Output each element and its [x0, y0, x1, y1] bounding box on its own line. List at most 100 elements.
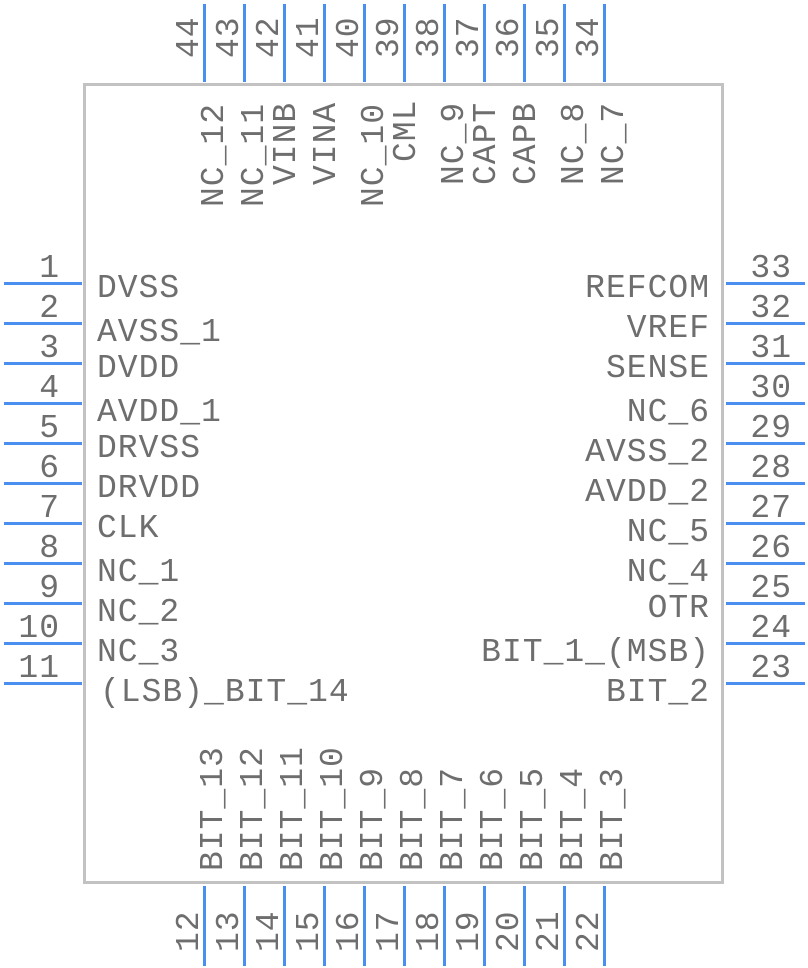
pin-number-34: 34	[571, 16, 608, 58]
pin-label-42: VINB	[268, 101, 305, 185]
pin-number-14: 14	[251, 910, 288, 952]
pin-label-13: BIT_12	[235, 746, 272, 871]
pin-number-13: 13	[211, 910, 248, 952]
pin-label-33: REFCOM	[585, 270, 710, 307]
pin-line-12	[203, 886, 206, 966]
pin-number-41: 41	[291, 16, 328, 58]
pin-line-11	[4, 682, 82, 685]
pin-label-8: NC_1	[97, 554, 181, 591]
pin-number-44: 44	[171, 16, 208, 58]
pin-number-11: 11	[18, 650, 60, 687]
pin-line-33	[726, 282, 805, 285]
pin-line-30	[726, 402, 805, 405]
pin-line-38	[443, 4, 446, 82]
component-body	[83, 83, 724, 884]
pin-number-24: 24	[750, 610, 792, 647]
pin-label-35: NC_8	[556, 101, 593, 185]
pin-number-3: 3	[39, 330, 60, 367]
pin-line-22	[603, 886, 606, 966]
pin-label-10: NC_3	[97, 634, 181, 671]
pin-label-3: DVDD	[97, 350, 181, 387]
pin-line-31	[726, 362, 805, 365]
pin-line-15	[323, 886, 326, 966]
pin-label-24: BIT_1_(MSB)	[481, 634, 710, 671]
pin-number-23: 23	[750, 650, 792, 687]
pin-line-27	[726, 522, 805, 525]
pin-label-30: NC_6	[626, 394, 710, 431]
pin-line-6	[4, 482, 82, 485]
pin-label-5: DRVSS	[97, 430, 202, 467]
pin-number-2: 2	[39, 290, 60, 327]
pin-line-14	[283, 886, 286, 966]
pin-label-19: BIT_6	[475, 766, 512, 871]
pin-label-15: BIT_10	[315, 746, 352, 871]
pin-number-8: 8	[39, 530, 60, 567]
pin-label-41: VINA	[308, 101, 345, 185]
pin-number-35: 35	[531, 16, 568, 58]
pin-number-17: 17	[371, 910, 408, 952]
pin-number-30: 30	[750, 370, 792, 407]
pin-line-19	[483, 886, 486, 966]
pin-label-21: BIT_4	[555, 766, 592, 871]
pin-line-26	[726, 562, 805, 565]
pin-label-9: NC_2	[97, 594, 181, 631]
pin-line-37	[483, 4, 486, 82]
pin-label-23: BIT_2	[605, 674, 710, 711]
pin-line-5	[4, 442, 82, 445]
pin-number-31: 31	[750, 330, 792, 367]
pin-number-36: 36	[491, 16, 528, 58]
pin-number-28: 28	[750, 450, 792, 487]
pin-number-6: 6	[39, 450, 60, 487]
pin-label-6: DRVDD	[97, 470, 202, 507]
pin-line-17	[403, 886, 406, 966]
pin-number-16: 16	[331, 910, 368, 952]
pin-label-1: DVSS	[97, 270, 181, 307]
pin-label-37: CAPT	[468, 101, 505, 185]
pin-number-10: 10	[18, 610, 60, 647]
pin-label-14: BIT_11	[275, 746, 312, 871]
pin-number-4: 4	[39, 370, 60, 407]
pin-line-23	[726, 682, 805, 685]
pin-label-28: AVDD_2	[585, 474, 710, 511]
pin-label-2: AVSS_1	[97, 314, 222, 351]
pin-line-8	[4, 562, 82, 565]
pin-number-33: 33	[750, 250, 792, 287]
pin-number-20: 20	[491, 910, 528, 952]
pin-number-7: 7	[39, 490, 60, 527]
pin-line-4	[4, 402, 82, 405]
pin-number-15: 15	[291, 910, 328, 952]
pin-label-44: NC_12	[196, 102, 233, 207]
pin-label-38: NC_9	[436, 101, 473, 185]
pin-line-16	[363, 886, 366, 966]
pin-number-43: 43	[211, 16, 248, 58]
pin-label-12: BIT_13	[195, 746, 232, 871]
pin-label-7: CLK	[97, 510, 160, 547]
pin-label-29: AVSS_2	[585, 434, 710, 471]
pin-number-37: 37	[451, 16, 488, 58]
pin-line-20	[523, 886, 526, 966]
pin-label-25: OTR	[647, 590, 710, 627]
pin-line-3	[4, 362, 82, 365]
pin-line-41	[323, 4, 326, 82]
pin-number-26: 26	[750, 530, 792, 567]
pin-line-2	[4, 322, 82, 325]
pin-number-18: 18	[411, 910, 448, 952]
pin-number-1: 1	[39, 250, 60, 287]
pin-label-20: BIT_5	[515, 766, 552, 871]
pin-line-13	[243, 886, 246, 966]
pin-line-24	[726, 642, 805, 645]
pin-line-21	[563, 886, 566, 966]
pin-label-32: VREF	[626, 310, 710, 347]
pin-label-36: CAPB	[508, 101, 545, 185]
pin-line-44	[203, 4, 206, 82]
pin-line-7	[4, 522, 82, 525]
pin-label-26: NC_4	[626, 554, 710, 591]
pin-number-32: 32	[750, 290, 792, 327]
pin-line-10	[4, 642, 82, 645]
pin-label-18: BIT_7	[435, 766, 472, 871]
pin-line-9	[4, 602, 82, 605]
pin-number-38: 38	[411, 16, 448, 58]
pin-number-27: 27	[750, 490, 792, 527]
pin-line-35	[563, 4, 566, 82]
pin-line-39	[403, 4, 406, 82]
